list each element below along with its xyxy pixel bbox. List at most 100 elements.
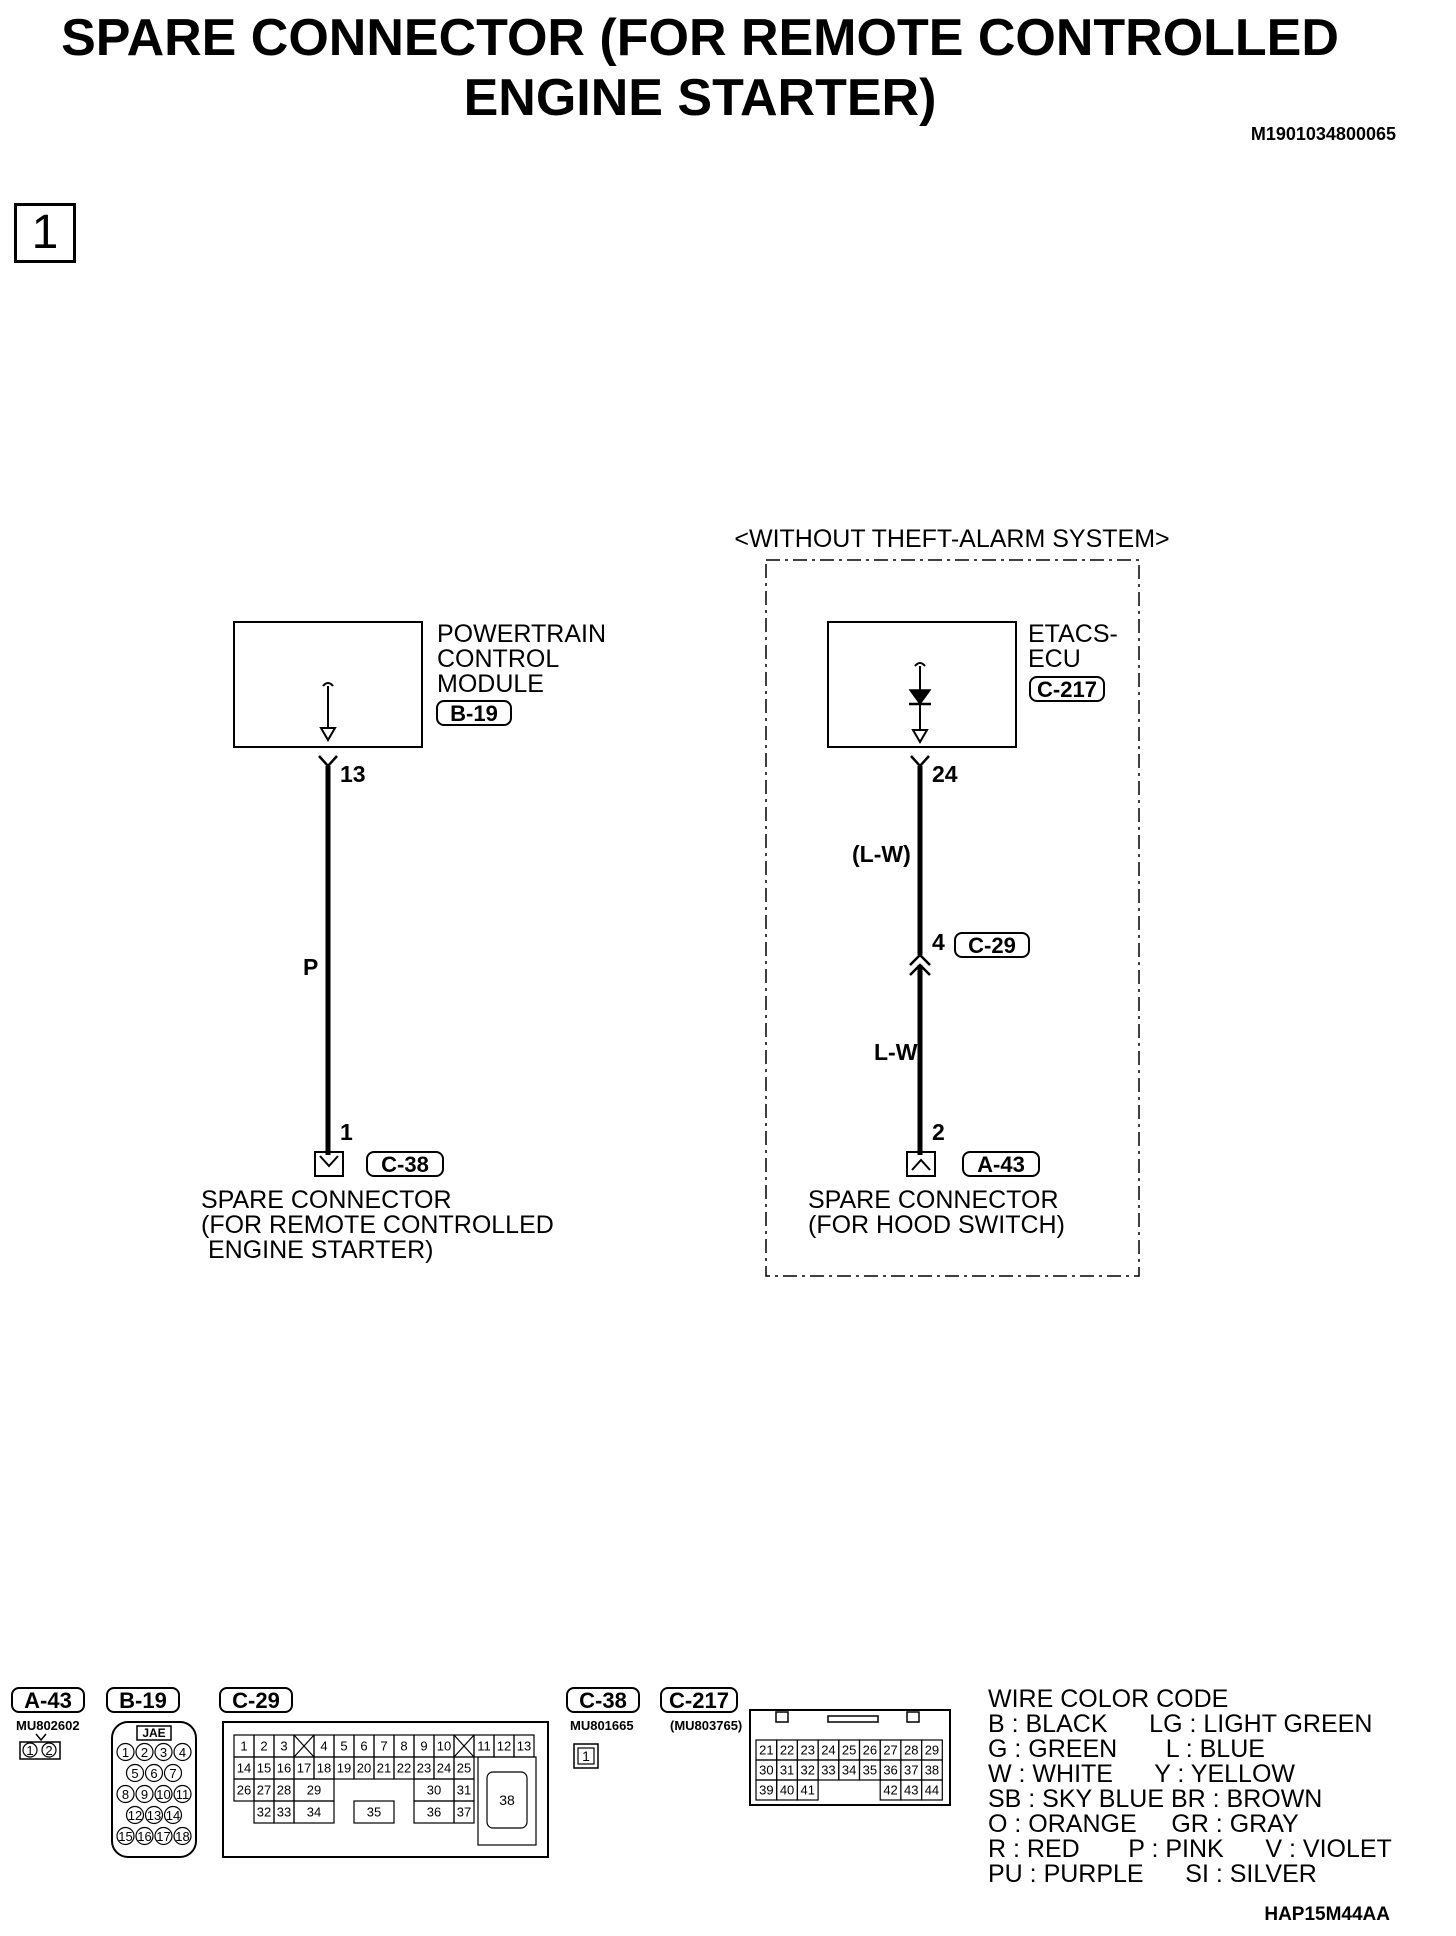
wire-color-code-legend: WIRE COLOR CODE B : BLACK LG : LIGHT GRE… [988,1685,1392,1888]
c29-pin-32: 32 [257,1805,271,1820]
page-title: SPARE CONNECTOR (FOR REMOTE CONTROLLED E… [0,8,1400,128]
spare-a43-connector-tag: A-43 [962,1151,1040,1177]
inline-c29-connector-tag: C-29 [954,932,1030,958]
b19-pin-9-circle [135,1784,154,1804]
c217-pin-41: 41 [801,1783,815,1798]
spare-a43-label-line-1: SPARE CONNECTOR [808,1186,1059,1214]
c29-pin-38-socket [486,1771,528,1829]
b19-pin-18: 18 [175,1829,189,1844]
etacs-pin-fork-icon [910,755,930,768]
c29-pin-blank-11-blank-mark [453,1734,475,1758]
c29-pin-7: 7 [380,1739,387,1754]
c29-pin-12: 12 [497,1739,511,1754]
b19-pin-11-circle [173,1784,192,1804]
c217-pin-23: 23 [801,1743,815,1758]
b19-pin-14: 14 [166,1808,180,1823]
b19-pin-15: 15 [118,1829,132,1844]
c217-pin-34: 34 [842,1763,856,1778]
wire-color-code-title: WIRE COLOR CODE [988,1685,1228,1713]
b19-pin-4-circle [173,1742,192,1762]
b19-pin-4: 4 [179,1745,186,1760]
b19-pin-17-circle [154,1826,173,1846]
c38-part-number: MU801665 [570,1718,634,1733]
c29-pin-5: 5 [340,1739,347,1754]
pcm-label-line-3: MODULE [437,670,544,698]
c217-pin-39: 39 [759,1783,773,1798]
a43-pin-1: 1 [26,1743,33,1758]
spare-c38-label-line-1: SPARE CONNECTOR [201,1186,452,1214]
c217-pin-32: 32 [801,1763,815,1778]
a43-part-number: MU802602 [16,1718,80,1733]
c29-pin-22: 22 [397,1761,411,1776]
c217-pin-35: 35 [863,1763,877,1778]
c217-pin-28: 28 [904,1743,918,1758]
c217-part-number: (MU803765) [670,1718,742,1733]
spare-c38-terminal-arrow-icon [319,1155,339,1168]
c217-pin-21: 21 [759,1743,773,1758]
b19-pin-3: 3 [160,1745,167,1760]
wire-color-line-4: SB : SKY BLUE BR : BROWN [988,1785,1322,1813]
pcm-pin-fork-icon [318,755,338,768]
b19-pin-7: 7 [169,1766,176,1781]
document-id: M1901034800065 [1250,124,1396,144]
pcm-pin-number: 13 [340,761,366,787]
c217-pin-42: 42 [883,1783,897,1798]
b19-pin-2-circle [135,1742,154,1762]
c29-pin-21: 21 [377,1761,391,1776]
right-circuit: <WITHOUT THEFT-ALARM SYSTEM> ETACS- ECU … [734,525,1170,1277]
b19-pin-6: 6 [150,1766,157,1781]
etacs-label-line-2: ECU [1028,645,1081,673]
b19-pin-10-circle [154,1784,173,1804]
c29-pin-28: 28 [277,1783,291,1798]
c29-pin-16: 16 [277,1761,291,1776]
b19-pin-8: 8 [122,1787,129,1802]
c29-pin-35-cell [353,1800,395,1824]
c29-pin-38-housing [477,1756,537,1846]
c29-pin-38: 38 [499,1792,515,1808]
b19-pin-16: 16 [137,1829,151,1844]
connector-a43-face: A-43 MU802602 1 2 [11,1687,85,1760]
c217-pin-36: 36 [883,1763,897,1778]
spare-c38-tag-text: C-38 [381,1152,429,1177]
c29-pin-26: 26 [237,1783,251,1798]
b19-pin-3-circle [154,1742,173,1762]
c29-pin-37-cell [453,1800,475,1824]
spare-a43-label-line-2: (FOR HOOD SWITCH) [808,1211,1065,1239]
inline-c29-pin-number: 4 [932,929,945,955]
pcm-open-arrow-icon [319,727,337,742]
c29-pin-13: 13 [517,1739,531,1754]
spare-a43-tag-text: A-43 [977,1152,1025,1177]
pcm-label-line-2: CONTROL [437,645,559,673]
b19-pin-16-circle [135,1826,154,1846]
c29-pin-37: 37 [457,1805,471,1820]
c217-pin-38: 38 [925,1763,939,1778]
c29-pin-4: 4 [320,1739,327,1754]
spare-c38-connector-tag: C-38 [366,1151,444,1177]
step-number-box: 1 [14,203,76,263]
wire-upper-color-label: (L-W) [852,841,911,867]
c217-pin-24: 24 [821,1743,835,1758]
c29-pin-29: 29 [307,1783,321,1798]
c29-pin-23: 23 [417,1761,431,1776]
wire-color-line-3: W : WHITE Y : YELLOW [988,1760,1295,1788]
b19-pin-13-circle [144,1805,164,1825]
wire-color-line-7: PU : PURPLE SI : SILVER [988,1860,1317,1888]
figure-id: HAP15M44AA [1264,1904,1390,1925]
etacs-pin-number: 24 [932,761,958,787]
c29-pin-blank-3-blank-mark [293,1734,315,1758]
c29-pin-34: 34 [307,1805,321,1820]
c217-pin-44: 44 [925,1783,939,1798]
b19-pin-11: 11 [176,1787,190,1802]
b19-pin-12-circle [125,1805,145,1825]
etacs-label-line-1: ETACS- [1028,620,1118,648]
wire-color-line-1: B : BLACK LG : LIGHT GREEN [988,1710,1372,1738]
spare-a43-terminal-arrow-icon [911,1158,931,1171]
c217-pin-30: 30 [759,1763,773,1778]
c29-pin-11: 11 [477,1739,491,1754]
c38-tag-text: C-38 [579,1688,627,1713]
